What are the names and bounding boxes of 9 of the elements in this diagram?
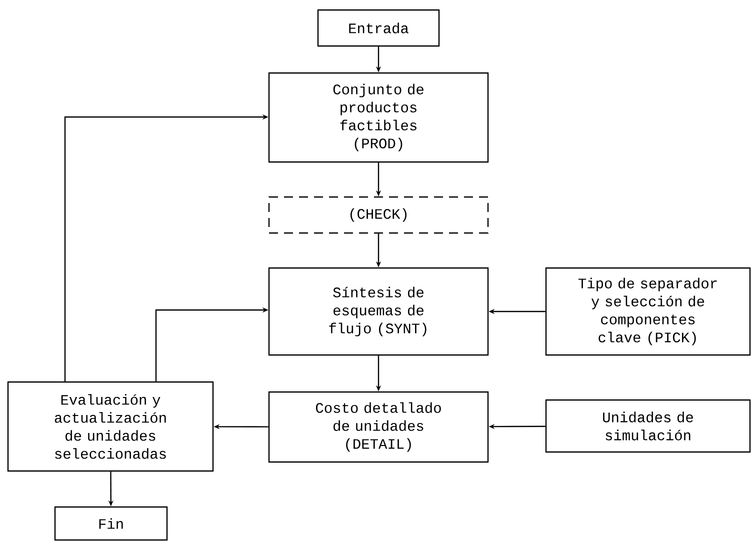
process-box: Síntesis de esquemas de flujo (SYNT) [268, 267, 489, 356]
process-box: Costo detallado de unidades (DETAIL) [268, 391, 489, 463]
process-box: Tipo de separador y selección de componentes clave (PICK) [545, 267, 751, 356]
process-box: Conjunto de productos factibles (PROD) [268, 72, 489, 163]
dashed-box: (CHECK) [268, 196, 489, 234]
process-box: Entrada [317, 9, 440, 47]
process-box: Fin [54, 506, 168, 541]
process-box: Unidades de simulación [545, 399, 751, 453]
process-box: Evaluación y actualización de unidades seleccionadas [7, 381, 214, 472]
